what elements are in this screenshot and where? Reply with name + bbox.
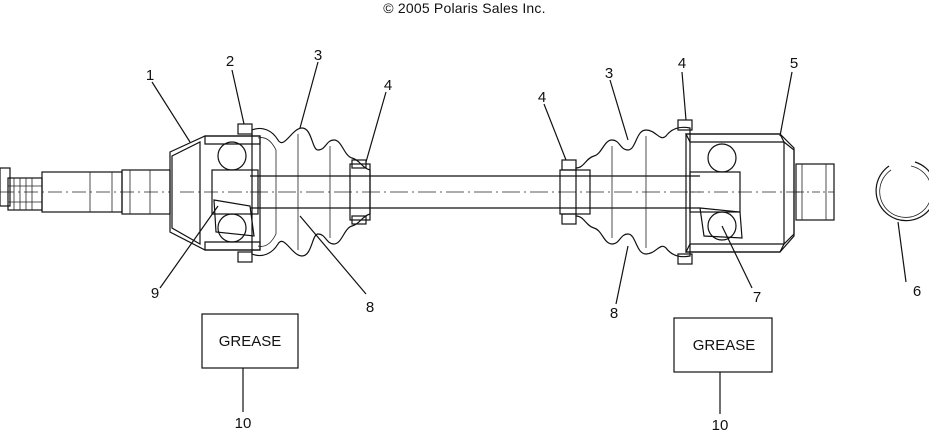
callout-4-mid: 4	[538, 89, 546, 106]
callout-10-right: 10	[712, 417, 729, 432]
right-boot	[575, 119, 693, 265]
callout-2: 2	[226, 53, 234, 70]
callout-3-right: 3	[605, 65, 613, 82]
callout-8-left: 8	[366, 299, 374, 316]
left-stub-shaft	[0, 167, 171, 215]
grease-label-right: GREASE	[693, 337, 756, 354]
callout-3-left: 3	[314, 47, 322, 64]
callout-6: 6	[913, 283, 921, 300]
callout-8-right: 8	[610, 305, 618, 322]
snap-ring	[875, 161, 929, 222]
copyright-text: © 2005 Polaris Sales Inc.	[383, 0, 546, 16]
callout-1: 1	[146, 67, 154, 84]
grease-label-left: GREASE	[219, 333, 282, 350]
right-cv-housing	[685, 133, 835, 253]
callout-4-right: 4	[678, 55, 686, 72]
callout-10-left: 10	[235, 415, 252, 432]
callout-9: 9	[151, 285, 159, 302]
callout-7: 7	[753, 289, 761, 306]
left-cv-housing	[169, 123, 261, 263]
main-shaft	[250, 159, 700, 225]
grease-box-left: GREASE	[201, 313, 299, 369]
callout-4-left: 4	[384, 77, 392, 94]
grease-box-right: GREASE	[673, 317, 773, 373]
leader-lines	[151, 61, 907, 414]
callout-5: 5	[790, 55, 798, 72]
